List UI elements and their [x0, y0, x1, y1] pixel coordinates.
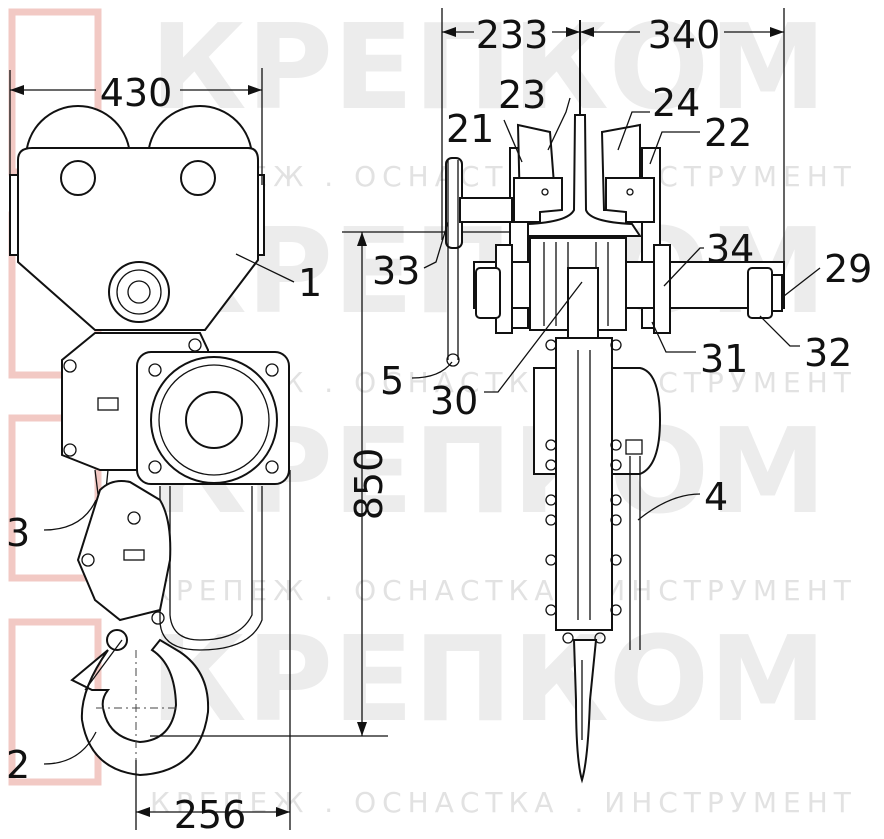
- svg-text:4: 4: [704, 475, 728, 519]
- bracket-right: [605, 177, 655, 223]
- hoist-bolt-1: [63, 359, 77, 373]
- callout-21: 21: [446, 107, 523, 163]
- svg-text:32: 32: [804, 331, 852, 375]
- beam-flange: [518, 114, 642, 237]
- callout-22: 22: [649, 111, 752, 165]
- svg-text:21: 21: [446, 107, 494, 151]
- axle-nut-ring: [116, 269, 162, 315]
- hoist-frame-bolts: [545, 339, 622, 644]
- svg-text:34: 34: [706, 227, 754, 271]
- hook-eye: [106, 629, 128, 651]
- callout-33: 33: [372, 221, 449, 293]
- dimension-430-label: 430: [100, 71, 173, 115]
- dimension-256-label: 256: [174, 793, 247, 837]
- dimension-340-label: 340: [648, 13, 721, 57]
- bottom-block-bracket: [123, 549, 145, 561]
- dimension-850-label: 850: [347, 448, 391, 521]
- hook: [70, 638, 210, 777]
- housing-bolt-br: [265, 460, 279, 474]
- housing-bolt-tl: [148, 363, 162, 377]
- watermark-brand-1: КРЕПКОМ: [150, 0, 826, 136]
- hoist-bolt-2: [63, 443, 77, 457]
- chain-wheel-shaft: [459, 197, 513, 223]
- callout-3: 3: [6, 499, 97, 555]
- cross-axle: [473, 261, 785, 309]
- callout-30: 30: [430, 281, 583, 423]
- housing-bolt-tr: [265, 363, 279, 377]
- axle-collar-right: [653, 244, 671, 334]
- watermark-brand-4: КРЕПКОМ: [150, 610, 826, 748]
- watermark-tagline-3: КРЕПЕЖ . ОСНАСТКА . ИНСТРУМЕНТ: [150, 574, 857, 607]
- bottom-block-bolt-3: [151, 611, 165, 625]
- callout-34: 34: [663, 227, 754, 287]
- callout-29: 29: [783, 247, 872, 297]
- hoist-hand-chain: [625, 439, 643, 650]
- side-view: [9, 105, 290, 777]
- dimension-233: 233: [441, 8, 580, 240]
- axle-end-right: [771, 274, 783, 312]
- hoist-bracket: [97, 397, 119, 411]
- callouts: 1 2 3 4 5 21 22 23: [6, 73, 872, 787]
- svg-text:24: 24: [652, 81, 700, 125]
- dimension-430: 430: [9, 68, 263, 185]
- svg-text:30: 30: [430, 379, 478, 423]
- bottom-block-bolt-1: [127, 511, 141, 525]
- watermark-tagline-1: КРЕПЕЖ . ОСНАСТКА . ИНСТРУМЕНТ: [150, 160, 857, 193]
- hoist-frame: [555, 337, 613, 631]
- axle-nut-inner: [127, 280, 151, 304]
- callout-32: 32: [759, 315, 852, 375]
- plate-hole-right: [180, 160, 216, 196]
- hook-latch: [84, 639, 123, 691]
- handwheel-hub: [185, 391, 243, 449]
- bottom-block-bolt-2: [81, 553, 95, 567]
- load-chain-front: [577, 350, 591, 620]
- hand-chain: [159, 486, 263, 651]
- front-view: [445, 20, 785, 784]
- plate-hole-left: [60, 160, 96, 196]
- dimension-850: 850: [150, 231, 540, 737]
- trolley-hand-chain: [446, 160, 460, 367]
- callout-24: 24: [617, 81, 700, 151]
- callout-5: 5: [380, 359, 453, 403]
- dimension-233-label: 233: [476, 13, 549, 57]
- nut-right: [747, 267, 773, 319]
- svg-text:31: 31: [700, 337, 748, 381]
- watermark-tagline-4: КРЕПЕЖ . ОСНАСТКА . ИНСТРУМЕНТ: [150, 786, 857, 819]
- dimension-340: 340: [580, 8, 785, 280]
- housing-bolt-bl: [148, 460, 162, 474]
- svg-text:23: 23: [498, 73, 546, 117]
- hook-front: [572, 639, 598, 784]
- svg-text:22: 22: [704, 111, 752, 155]
- handwheel-inner-ring: [158, 364, 270, 476]
- callout-23: 23: [498, 73, 571, 151]
- callout-31: 31: [651, 321, 748, 381]
- svg-text:5: 5: [380, 359, 404, 403]
- svg-text:2: 2: [6, 743, 30, 787]
- callout-2: 2: [6, 731, 97, 787]
- axle-nut-outer: [108, 261, 170, 323]
- callout-4: 4: [637, 475, 728, 521]
- nut-left: [475, 267, 501, 319]
- svg-text:33: 33: [372, 249, 420, 293]
- svg-text:1: 1: [298, 261, 322, 305]
- callout-1: 1: [235, 253, 322, 305]
- hook-hanger: [567, 267, 599, 349]
- dimension-256: 256: [135, 470, 291, 837]
- svg-text:3: 3: [6, 511, 30, 555]
- bracket-left: [513, 177, 563, 223]
- svg-text:29: 29: [824, 247, 872, 291]
